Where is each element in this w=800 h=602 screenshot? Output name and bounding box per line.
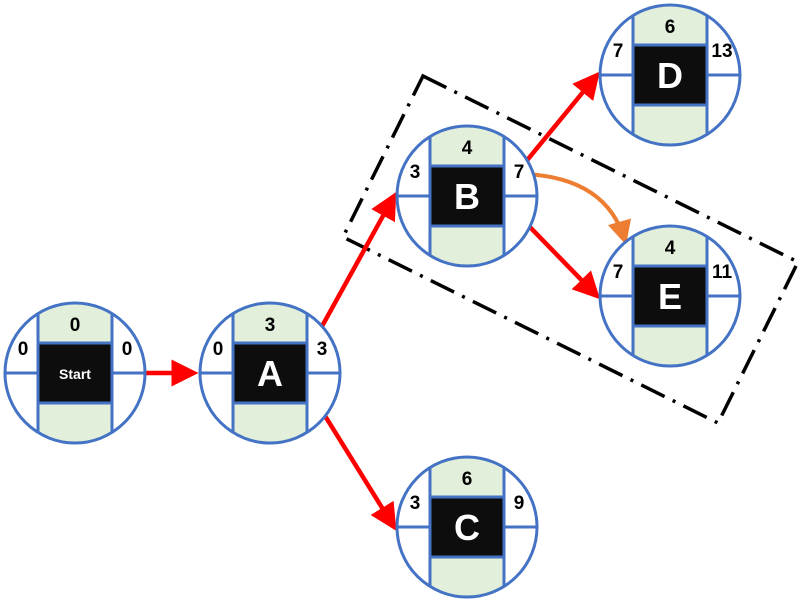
node-d[interactable]: D 6 7 13	[598, 3, 742, 147]
early-finish-value: 13	[711, 41, 732, 62]
early-start-value: 0	[18, 339, 29, 360]
node-label: Start	[59, 366, 91, 382]
edges	[145, 71, 632, 531]
early-finish-value: 0	[122, 339, 133, 360]
duration-value: 0	[70, 315, 81, 336]
early-finish-value: 9	[514, 493, 525, 514]
edge-B-E-highlight	[524, 172, 632, 245]
node-a[interactable]: A 3 0 3	[198, 301, 342, 445]
early-finish-value: 7	[514, 162, 525, 183]
edge-B-D	[525, 71, 600, 162]
early-start-value: 3	[410, 493, 421, 514]
duration-value: 4	[462, 138, 473, 159]
edge-B-E	[528, 225, 601, 300]
critical-group-border	[340, 73, 800, 426]
node-label-box	[36, 341, 114, 405]
node-b[interactable]: B 4 3 7	[395, 124, 539, 268]
node-c[interactable]: C 6 3 9	[395, 455, 539, 599]
edge-A-C	[323, 414, 397, 531]
early-start-value: 0	[213, 339, 224, 360]
node-label: D	[657, 55, 683, 96]
node-label-box	[231, 341, 309, 405]
early-start-value: 3	[410, 162, 421, 183]
node-label: A	[257, 353, 283, 394]
node-label: E	[658, 276, 682, 317]
early-finish-value: 3	[317, 339, 328, 360]
early-start-value: 7	[613, 41, 624, 62]
duration-value: 3	[265, 315, 276, 336]
node-label-box	[631, 264, 709, 328]
node-e[interactable]: E 4 7 11	[598, 224, 742, 368]
edge-A-B	[320, 192, 397, 328]
duration-value: 4	[665, 238, 676, 259]
node-label-box	[428, 164, 506, 228]
node-start[interactable]: Start 0 0 0	[3, 301, 147, 445]
node-label: C	[454, 507, 480, 548]
node-label-box	[631, 43, 709, 107]
node-label: B	[454, 176, 480, 217]
node-label-box	[428, 495, 506, 559]
early-finish-value: 11	[712, 262, 733, 283]
early-start-value: 7	[613, 262, 624, 283]
duration-value: 6	[665, 17, 676, 38]
duration-value: 6	[462, 469, 473, 490]
